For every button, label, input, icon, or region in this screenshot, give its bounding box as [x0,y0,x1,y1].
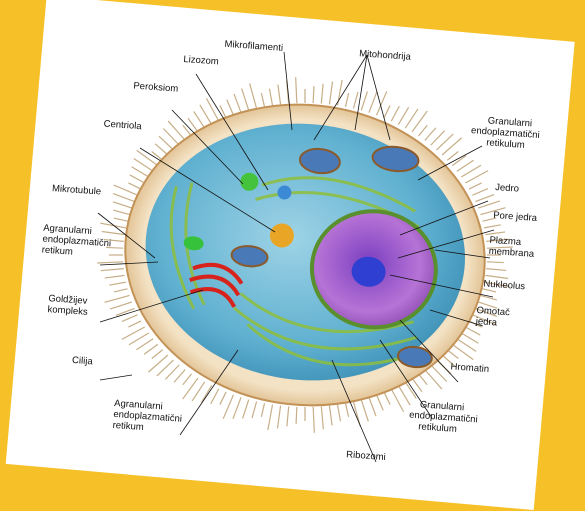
label-cilija: Cilija [72,355,94,367]
cilium-line [296,407,297,424]
label-agranularni-top-line3: retikum [41,245,73,258]
cilium-line [487,262,504,263]
cilium-line [313,86,314,103]
label-goldzijev: Goldžijev kompleks [47,293,90,318]
label-omotac-line2: jedra [474,316,498,329]
label-agranularni-bottom-line3: retikum [112,420,144,433]
label-jedro: Jedro [495,182,519,195]
